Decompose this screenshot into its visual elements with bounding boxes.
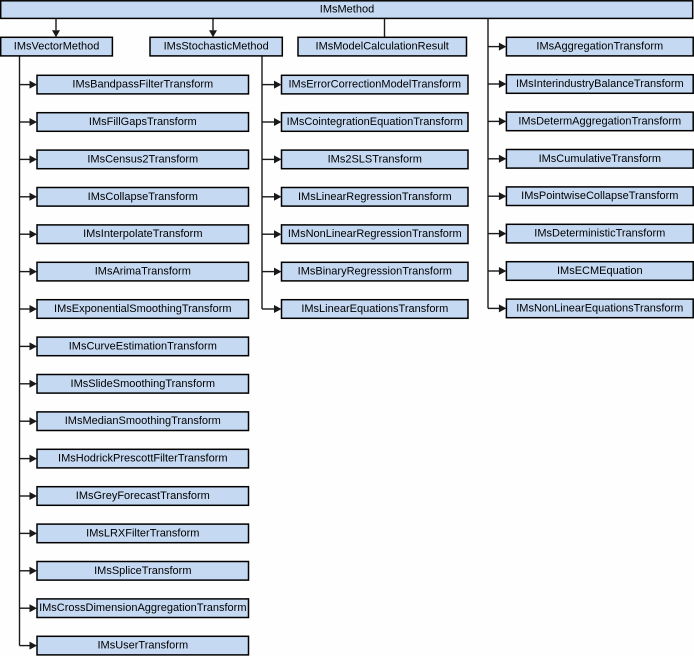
svg-text:IMsDeterministicTransform: IMsDeterministicTransform [534,228,665,240]
svg-text:IMsMedianSmoothingTransform: IMsMedianSmoothingTransform [65,415,221,427]
svg-text:IMsSlideSmoothingTransform: IMsSlideSmoothingTransform [71,378,215,390]
svg-text:IMsCensus2Transform: IMsCensus2Transform [87,153,198,165]
svg-text:IMsFillGapsTransform: IMsFillGapsTransform [89,116,197,128]
svg-text:IMsAggregationTransform: IMsAggregationTransform [536,41,663,53]
svg-text:IMsArimaTransform: IMsArimaTransform [95,266,191,278]
svg-text:IMsExponentialSmoothingTransfo: IMsExponentialSmoothingTransform [54,303,232,315]
svg-text:IMsModelCalculationResult: IMsModelCalculationResult [316,41,449,53]
svg-text:IMsNonLinearRegressionTransfor: IMsNonLinearRegressionTransform [288,228,462,240]
svg-text:IMsLinearRegressionTransform: IMsLinearRegressionTransform [298,191,452,203]
svg-text:IMsECMEquation: IMsECMEquation [557,265,643,277]
svg-text:IMs2SLSTransform: IMs2SLSTransform [328,153,422,165]
svg-text:IMsLinearEquationsTransform: IMsLinearEquationsTransform [301,303,448,315]
svg-text:IMsCollapseTransform: IMsCollapseTransform [88,191,198,203]
svg-text:IMsLRXFilterTransform: IMsLRXFilterTransform [86,527,199,539]
svg-text:IMsErrorCorrectionModelTransfo: IMsErrorCorrectionModelTransform [289,79,462,91]
svg-text:IMsPointwiseCollapseTransform: IMsPointwiseCollapseTransform [521,190,678,202]
svg-text:IMsInterindustryBalanceTransfo: IMsInterindustryBalanceTransform [516,78,684,90]
svg-text:IMsGreyForecastTransform: IMsGreyForecastTransform [76,490,210,502]
svg-text:IMsNonLinearEquationsTransform: IMsNonLinearEquationsTransform [516,302,683,314]
svg-text:IMsHodrickPrescottFilterTransf: IMsHodrickPrescottFilterTransform [58,453,228,465]
svg-text:IMsCurveEstimationTransform: IMsCurveEstimationTransform [69,340,217,352]
svg-text:IMsInterpolateTransform: IMsInterpolateTransform [83,228,202,240]
svg-text:IMsCointegrationEquationTransf: IMsCointegrationEquationTransform [287,116,463,128]
svg-text:IMsUserTransform: IMsUserTransform [97,640,188,652]
svg-text:IMsBinaryRegressionTransform: IMsBinaryRegressionTransform [298,266,452,278]
svg-text:IMsDetermAggregationTransform: IMsDetermAggregationTransform [518,115,681,127]
svg-text:IMsCrossDimensionAggregationTr: IMsCrossDimensionAggregationTransform [39,602,246,614]
svg-text:IMsBandpassFilterTransform: IMsBandpassFilterTransform [72,79,213,91]
svg-text:IMsStochasticMethod: IMsStochasticMethod [164,41,269,53]
svg-text:IMsMethod: IMsMethod [320,4,374,16]
svg-text:IMsCumulativeTransform: IMsCumulativeTransform [539,153,661,165]
svg-text:IMsSpliceTransform: IMsSpliceTransform [94,565,191,577]
svg-text:IMsVectorMethod: IMsVectorMethod [14,41,100,53]
